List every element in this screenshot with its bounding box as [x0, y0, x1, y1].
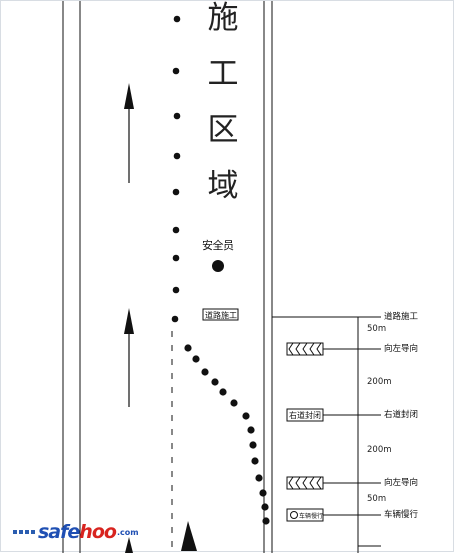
traffic-cone-marker	[173, 15, 181, 23]
work-sign-label: 道路施工	[205, 311, 237, 320]
traffic-cone-marker	[242, 412, 250, 420]
speed-limit-sign-label: 车辆慢行	[384, 510, 419, 520]
zone-char-1: 施	[207, 0, 239, 36]
traffic-cone-marker	[172, 286, 180, 294]
traffic-cone-marker	[249, 441, 257, 449]
traffic-cone-marker	[184, 344, 192, 352]
traffic-cone-marker	[251, 457, 259, 465]
lane-closed-panel-text: 右道封闭	[289, 411, 321, 420]
direction-arrow-bottom-left	[125, 537, 133, 553]
traffic-cones	[171, 15, 270, 525]
zone-char-2: 工	[207, 56, 239, 92]
traffic-cone-marker	[219, 388, 227, 396]
lane-closed-panel	[286, 408, 324, 422]
watermark-dots-icon	[13, 530, 35, 534]
safety-officer-marker	[212, 260, 224, 272]
watermark-com-text: .com	[116, 527, 139, 537]
traffic-cone-marker	[247, 426, 255, 434]
zone-char-3: 区	[207, 112, 239, 148]
slow-sign-panel	[286, 508, 324, 522]
traffic-cone-marker	[259, 489, 267, 497]
left-guide-sign-lower-label: 向左导向	[384, 478, 419, 488]
traffic-cone-marker	[173, 152, 181, 160]
distance-label-4: 50m	[367, 494, 387, 504]
slow-sign-panel-text: 车辆慢行	[299, 513, 324, 520]
traffic-cone-marker	[262, 517, 270, 525]
lane-closed-sign-label: 右道封闭	[384, 410, 419, 420]
traffic-cone-marker	[192, 355, 200, 363]
traffic-cone-marker	[201, 368, 209, 376]
distance-label-3: 200m	[367, 445, 392, 455]
traffic-cone-marker	[255, 474, 263, 482]
traffic-cone-marker	[211, 378, 219, 386]
chevron-sign-lower	[286, 476, 324, 490]
traffic-cone-marker	[172, 226, 180, 234]
site-watermark-logo: safehoo .com	[13, 521, 139, 543]
watermark-safe-text: safe	[38, 521, 80, 543]
safety-officer-label: 安全员	[202, 239, 234, 252]
traffic-cone-marker	[172, 188, 180, 196]
traffic-cone-marker	[172, 67, 180, 75]
zone-char-4: 域	[207, 168, 239, 204]
chevron-sign-upper	[286, 342, 324, 356]
traffic-cone-marker	[171, 315, 179, 323]
distance-label-2: 200m	[367, 377, 392, 387]
traffic-cone-marker	[230, 399, 238, 407]
distance-label-1: 50m	[367, 324, 387, 334]
work-sign-box	[202, 308, 239, 321]
watermark-hoo-text: hoo	[79, 521, 117, 543]
traffic-cone-marker	[172, 254, 180, 262]
direction-arrow-bottom	[181, 521, 197, 551]
road-works-sign-label: 道路施工	[384, 312, 419, 322]
traffic-cone-marker	[173, 112, 181, 120]
left-guide-sign-upper-label: 向左导向	[384, 344, 419, 354]
direction-arrow-upper	[124, 83, 134, 183]
direction-arrow-lower	[124, 308, 134, 407]
traffic-cone-marker	[261, 503, 269, 511]
